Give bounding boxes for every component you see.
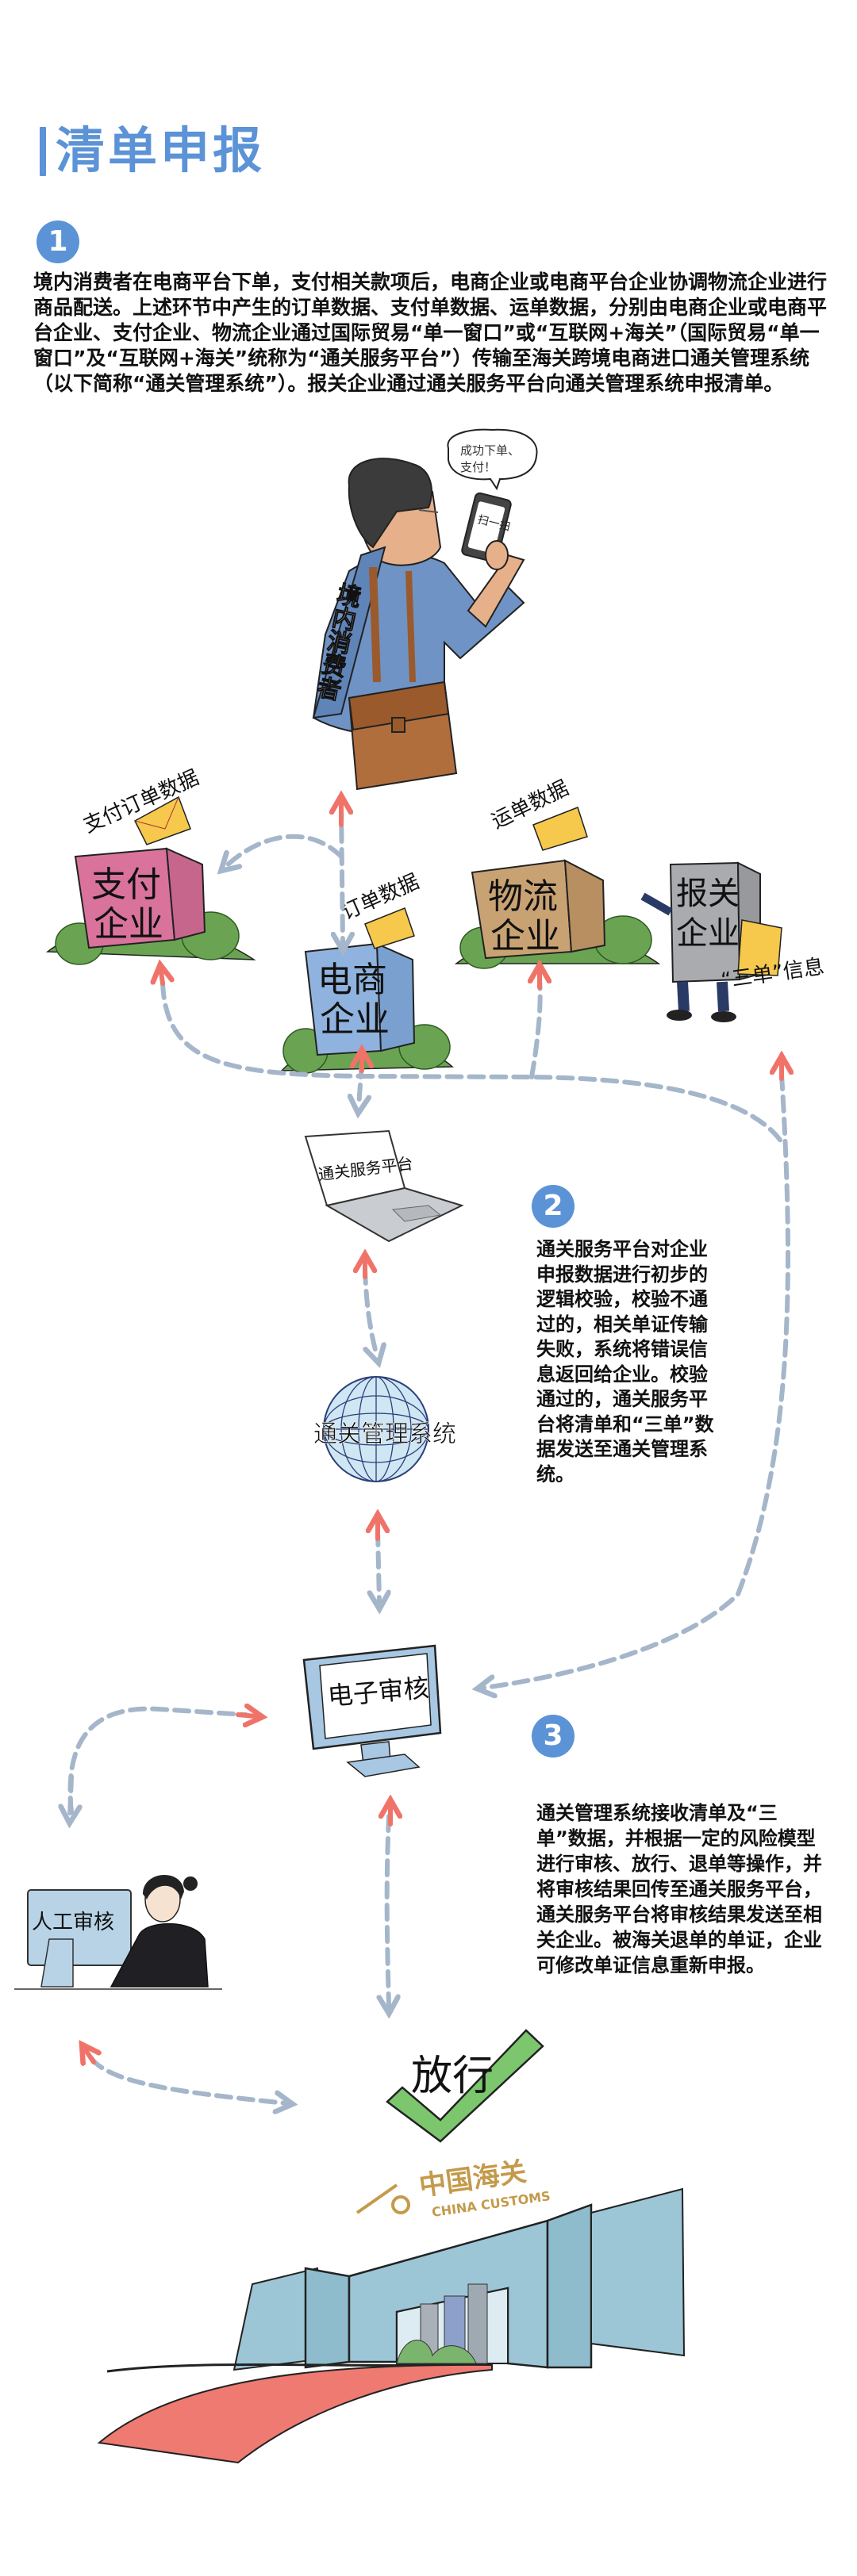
payment-company-label-1: 支付 [91,864,161,905]
china-customs-logo: 中国海关 CHINA CUSTOMS [355,2156,551,2220]
arrow-system-review [378,1528,379,1602]
step-3-badge: 3 [532,1715,575,1758]
consumer-figure: 成功下单、 支付！ 扫一扫 境内消费者 [310,428,538,791]
arrow-consumer-ecommerce [341,803,343,944]
ecommerce-data-label: 订单数据 [338,870,423,926]
payment-company-label-2: 企业 [94,904,163,945]
service-platform-laptop: 通关服务平台 [304,1129,464,1243]
management-system-globe: 通关管理系统 [313,1376,456,1482]
flow-arrows [70,803,788,2103]
manual-review-label: 人工审核 [32,1911,114,1934]
manual-review-officer: 人工审核 [14,1874,222,1990]
speech-bubble: 成功下单、 支付！ [447,428,538,491]
arrow-head-review [236,1715,256,1716]
logistics-company-label-1: 物流 [488,876,558,917]
arrow-manual-release [89,2056,286,2103]
ecommerce-company-label-2: 企业 [320,999,390,1040]
documents-folder-icon [737,919,782,976]
broker-label-2: 企业 [676,915,740,952]
logistics-company-label-2: 企业 [490,916,560,956]
step-1-badge: 1 [37,220,79,263]
speech-line-2: 支付！ [460,460,496,474]
arrow-platform-system [363,1267,377,1356]
arrow-review-release [387,1814,389,2007]
arrow-to-logistics [529,977,543,1079]
customs-broker-company: 报关 企业 “三单”信息 [640,861,826,1022]
broker-label-1: 报关 [676,876,740,912]
arrow-head-manual [70,1774,71,1816]
arrow-to-payment [226,834,344,866]
logistics-company: 物流 企业 运单数据 [454,776,661,969]
customs-building: 中国海关 CHINA CUSTOMS [97,2156,686,2464]
arrow-head-manual-up [86,2050,94,2062]
ecommerce-company: 电商 企业 订单数据 [280,870,454,1074]
shoulder-bag-icon [348,680,458,791]
electronic-review-monitor: 电子审核 [302,1644,442,1777]
management-system-label: 通关管理系统 [313,1420,456,1448]
step-3-text: 通关管理系统接收清单及“三单”数据，并根据一定的风险模型进行审核、放行、退单等操… [536,1802,822,1976]
arrow-company-loop [160,981,784,1144]
release-check: 放行 [386,2029,544,2143]
step-2-badge: 2 [532,1185,575,1228]
payment-company: 支付 企业 支付订单数据 [45,766,256,965]
envelope-icon [364,907,415,949]
arrow-broker-review [484,1072,790,1688]
arrow-head-payment [161,972,163,986]
page-title: 清单申报 [56,121,266,179]
envelope-icon [134,795,191,845]
step-2-text: 通关服务平台对企业申报数据进行初步的逻辑校验，校验不通过的，相关单证传输失败，系… [536,1238,714,1485]
ecommerce-company-label-1: 电商 [317,960,387,1000]
envelope-icon [532,807,588,851]
release-label: 放行 [411,2053,494,2100]
title-accent-bar [40,127,46,176]
step-1-text: 境内消费者在电商平台下单，支付相关款项后，电商企业或电商平台企业协调物流企业进行… [33,270,828,395]
speech-line-1: 成功下单、 [460,443,520,458]
arrow-review-manual [67,1706,248,1815]
